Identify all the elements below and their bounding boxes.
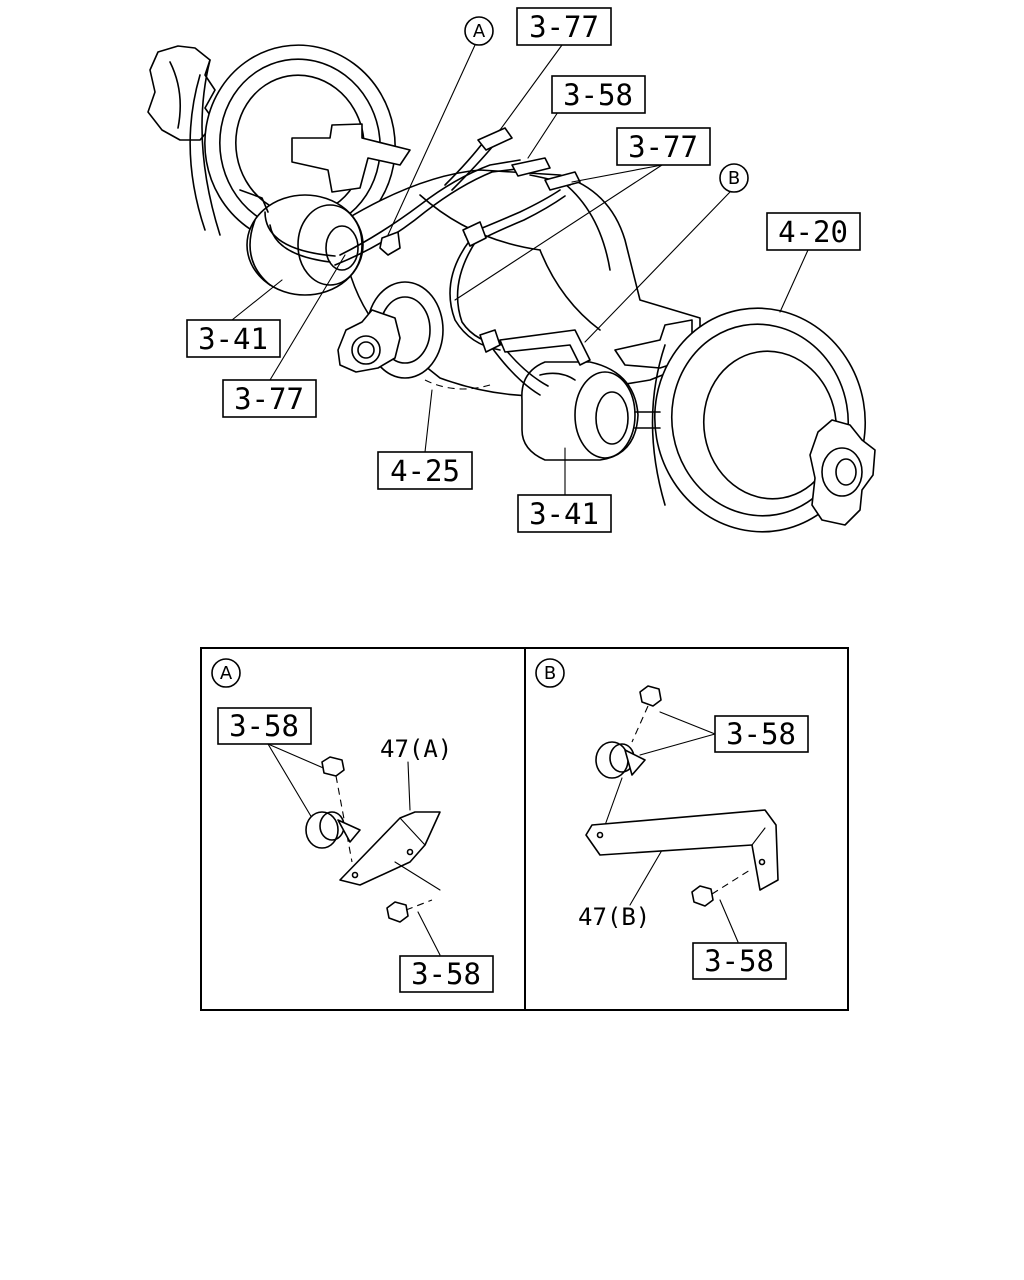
pinion-flange-drawing xyxy=(337,309,401,373)
detail-b-bolt-lower-drawing xyxy=(691,869,751,907)
detail-b-part-label: 47(B) xyxy=(578,903,650,931)
callout-3-41-bottom-text: 3-41 xyxy=(529,497,599,531)
callout-3-77-top: 3-77 xyxy=(516,7,612,46)
right-brake-chamber-drawing xyxy=(521,361,661,461)
marker-b: B xyxy=(719,163,749,193)
detail-a-bolt-lower-drawing xyxy=(386,899,433,923)
callout-3-77-mid-text: 3-77 xyxy=(628,130,698,164)
brake-hose-harness-drawing xyxy=(264,127,591,396)
detail-a-marker: A xyxy=(211,658,241,688)
callout-3-58-top-text: 3-58 xyxy=(563,78,633,112)
detail-a-callout-3-58-lower: 3-58 xyxy=(399,955,494,993)
detail-b-bracket-drawing xyxy=(585,809,779,891)
callout-leader-lines xyxy=(231,44,809,496)
callout-3-77-left-text: 3-77 xyxy=(234,382,304,416)
callout-4-20: 4-20 xyxy=(766,212,861,251)
detail-b-callout-3-58-upper: 3-58 xyxy=(714,715,809,753)
marker-b-text: B xyxy=(728,168,740,189)
detail-b-callout-3-58-upper-text: 3-58 xyxy=(726,717,796,751)
callout-3-58-top: 3-58 xyxy=(551,75,646,114)
detail-b-marker-text: B xyxy=(544,663,556,684)
detail-a-callout-3-58-upper: 3-58 xyxy=(217,707,312,745)
detail-a-marker-text: A xyxy=(220,663,233,684)
detail-a-bracket-drawing xyxy=(339,811,441,886)
marker-a-text: A xyxy=(473,21,486,42)
callout-4-20-text: 4-20 xyxy=(778,215,848,249)
callout-3-41-bottom: 3-41 xyxy=(517,494,612,533)
callout-4-25-text: 4-25 xyxy=(390,454,460,488)
detail-a-part-label: 47(A) xyxy=(380,735,452,763)
callout-3-41-left: 3-41 xyxy=(186,319,281,358)
detail-b-panel: B 3-58 47(B) 3-58 xyxy=(535,658,809,980)
marker-a: A xyxy=(464,16,494,46)
detail-panels-frame xyxy=(200,647,849,1011)
callout-3-77-top-text: 3-77 xyxy=(529,10,599,44)
callout-3-77-left: 3-77 xyxy=(222,379,317,418)
detail-b-bolt-upper-drawing xyxy=(631,685,662,743)
detail-a-callout-3-58-lower-text: 3-58 xyxy=(411,957,481,991)
detail-b-marker: B xyxy=(535,658,565,688)
callout-3-77-mid: 3-77 xyxy=(616,127,711,166)
detail-b-clamp-drawing xyxy=(595,741,646,779)
detail-a-clamp-drawing xyxy=(305,811,361,849)
detail-b-callout-3-58-lower-text: 3-58 xyxy=(704,944,774,978)
left-hub-drawing xyxy=(147,45,216,141)
left-brake-chamber-drawing xyxy=(239,189,364,296)
detail-a-callout-3-58-upper-text: 3-58 xyxy=(229,709,299,743)
left-bracket-drawing xyxy=(291,123,411,193)
axle-assembly-drawing xyxy=(147,44,876,533)
callout-3-41-left-text: 3-41 xyxy=(198,322,268,356)
right-brake-drum-drawing xyxy=(651,307,876,533)
detail-b-callout-3-58-lower: 3-58 xyxy=(692,942,787,980)
detail-a-bolt-upper-drawing xyxy=(321,756,353,863)
detail-a-panel: A 3-58 47(A) 3-58 xyxy=(211,658,494,993)
callout-4-25: 4-25 xyxy=(377,451,473,490)
